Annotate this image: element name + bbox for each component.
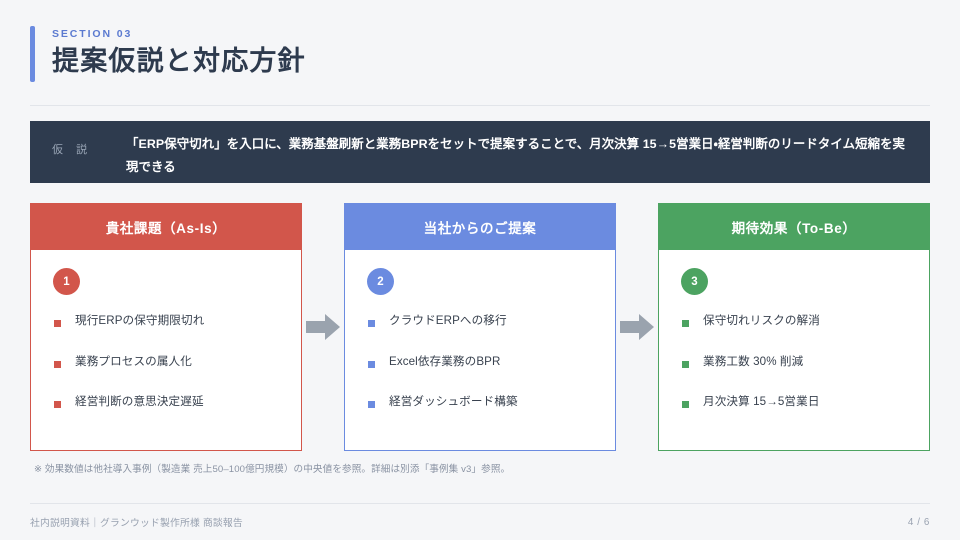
right-arrow-icon bbox=[620, 314, 654, 340]
bullet-label: 現行ERPの保守期限切れ bbox=[75, 314, 205, 327]
list-item: 保守切れリスクの解消 bbox=[677, 313, 911, 329]
bullet-square-icon bbox=[682, 320, 689, 327]
card-to-be: 期待効果（To-Be） 3 保守切れリスクの解消 業務工数 30% 削減 月次決… bbox=[658, 203, 930, 451]
header-divider bbox=[30, 105, 930, 106]
bullet-square-icon bbox=[368, 320, 375, 327]
bullet-label: Excel依存業務のBPR bbox=[389, 354, 501, 368]
list-item: 経営判断の意思決定遅延 bbox=[49, 394, 283, 410]
list-item: 業務プロセスの属人化 bbox=[49, 354, 283, 370]
footer-divider bbox=[30, 503, 930, 504]
bullet-label: 業務工数 30% 削減 bbox=[703, 354, 804, 368]
page-number: 4 / 6 bbox=[907, 516, 930, 528]
bullet-label: クラウドERPへの移行 bbox=[389, 314, 507, 327]
hypothesis-banner: 仮 説 「ERP保守切れ」を入口に、業務基盤刷新と業務BPRをセットで提案するこ… bbox=[30, 121, 930, 183]
section-accent-bar bbox=[30, 26, 35, 82]
card-as-is-bullets: 現行ERPの保守期限切れ 業務プロセスの属人化 経営判断の意思決定遅延 bbox=[49, 313, 283, 410]
card-as-is-body: 1 現行ERPの保守期限切れ 業務プロセスの属人化 経営判断の意思決定遅延 bbox=[30, 250, 302, 451]
card-proposal-body: 2 クラウドERPへの移行 Excel依存業務のBPR 経営ダッシュボード構築 bbox=[344, 250, 616, 451]
bullet-label: 月次決算 15→5営業日 bbox=[703, 395, 820, 409]
hypothesis-label: 仮 説 bbox=[52, 144, 93, 156]
card-as-is: 貴社課題（As-Is） 1 現行ERPの保守期限切れ 業務プロセスの属人化 経営… bbox=[30, 203, 302, 451]
step-badge-3: 3 bbox=[681, 268, 708, 295]
bullet-square-icon bbox=[682, 401, 689, 409]
bullet-square-icon bbox=[368, 401, 375, 409]
list-item: Excel依存業務のBPR bbox=[363, 354, 597, 370]
bullet-square-icon bbox=[368, 360, 375, 368]
footnote: ※ 効果数値は他社導入事例（製造業 売上50–100億円規模）の中央値を参照。詳… bbox=[34, 464, 511, 475]
bullet-square-icon bbox=[54, 360, 61, 368]
columns-container: 貴社課題（As-Is） 1 現行ERPの保守期限切れ 業務プロセスの属人化 経営… bbox=[30, 203, 930, 451]
card-as-is-header: 貴社課題（As-Is） bbox=[30, 203, 302, 250]
list-item: 業務工数 30% 削減 bbox=[677, 354, 911, 370]
list-item: 経営ダッシュボード構築 bbox=[363, 394, 597, 410]
arrow-connector-2 bbox=[616, 203, 658, 451]
bullet-label: 業務プロセスの属人化 bbox=[75, 354, 192, 368]
bullet-label: 経営判断の意思決定遅延 bbox=[75, 395, 204, 409]
right-arrow-icon bbox=[306, 314, 340, 340]
card-proposal-bullets: クラウドERPへの移行 Excel依存業務のBPR 経営ダッシュボード構築 bbox=[363, 313, 597, 410]
page-title: 提案仮説と対応方針 bbox=[52, 45, 306, 76]
card-to-be-header: 期待効果（To-Be） bbox=[658, 203, 930, 250]
header-text-group: SECTION 03 提案仮説と対応方針 bbox=[52, 26, 306, 82]
bullet-square-icon bbox=[54, 401, 61, 409]
step-badge-1: 1 bbox=[53, 268, 80, 295]
card-proposal-header: 当社からのご提案 bbox=[344, 203, 616, 250]
card-proposal: 当社からのご提案 2 クラウドERPへの移行 Excel依存業務のBPR 経営ダ… bbox=[344, 203, 616, 451]
card-to-be-bullets: 保守切れリスクの解消 業務工数 30% 削減 月次決算 15→5営業日 bbox=[677, 313, 911, 410]
list-item: 現行ERPの保守期限切れ bbox=[49, 313, 283, 329]
bullet-label: 保守切れリスクの解消 bbox=[703, 314, 820, 327]
slide-footer: 社内説明資料｜グランウッド製作所様 商談報告 4 / 6 bbox=[30, 515, 930, 530]
hypothesis-text: 「ERP保守切れ」を入口に、業務基盤刷新と業務BPRをセットで提案することで、月… bbox=[126, 137, 906, 174]
bullet-square-icon bbox=[54, 320, 61, 327]
arrow-connector-1 bbox=[302, 203, 344, 451]
card-to-be-body: 3 保守切れリスクの解消 業務工数 30% 削減 月次決算 15→5営業日 bbox=[658, 250, 930, 451]
step-badge-2: 2 bbox=[367, 268, 394, 295]
section-eyebrow: SECTION 03 bbox=[52, 28, 133, 40]
list-item: クラウドERPへの移行 bbox=[363, 313, 597, 329]
footer-source-label: 社内説明資料｜グランウッド製作所様 商談報告 bbox=[30, 518, 243, 529]
bullet-square-icon bbox=[682, 360, 689, 368]
list-item: 月次決算 15→5営業日 bbox=[677, 394, 911, 410]
bullet-label: 経営ダッシュボード構築 bbox=[389, 395, 518, 409]
slide-header: SECTION 03 提案仮説と対応方針 bbox=[30, 26, 930, 82]
